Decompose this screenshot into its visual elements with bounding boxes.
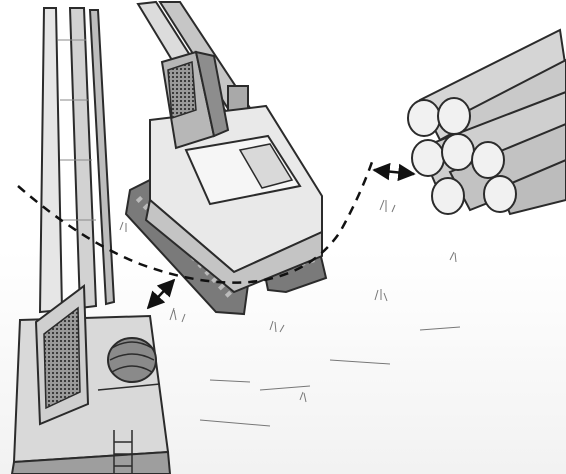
cable-drum — [108, 338, 156, 382]
log-pile — [408, 30, 566, 214]
clearance-arrow-right — [374, 170, 414, 174]
